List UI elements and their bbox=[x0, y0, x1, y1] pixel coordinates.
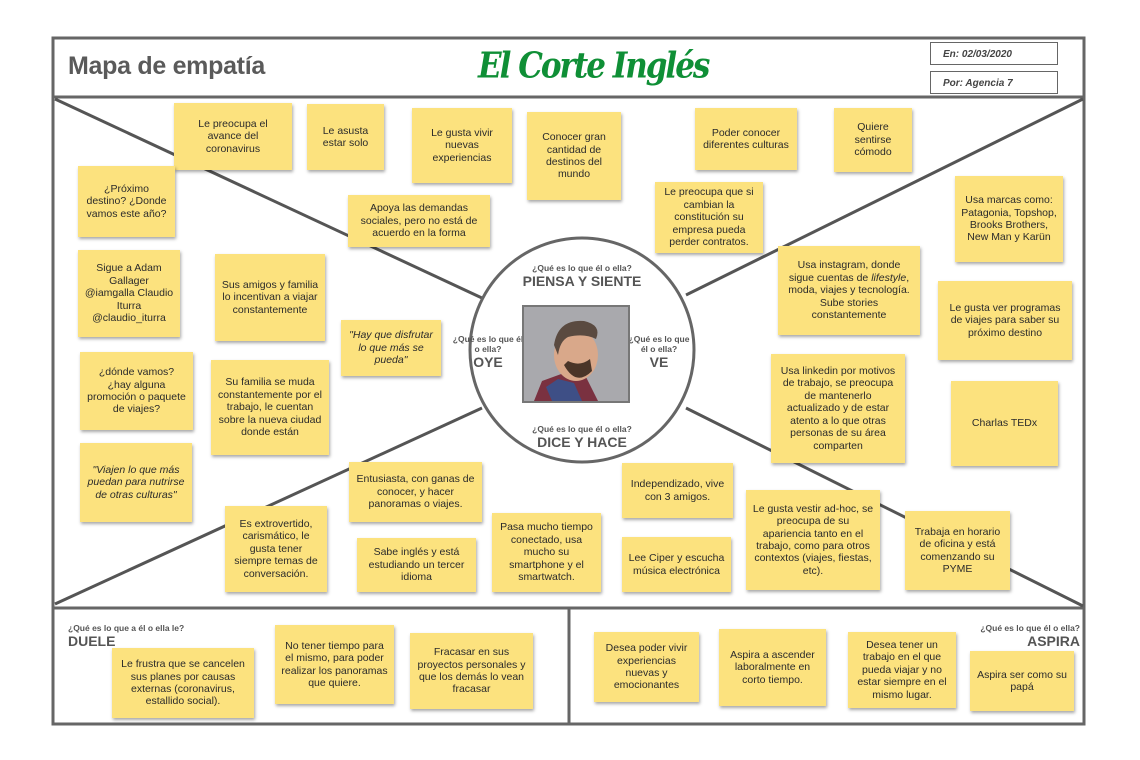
el-corte-ingles-logo: El Corte Inglés bbox=[478, 45, 710, 87]
section-label: DUELE bbox=[68, 633, 116, 649]
date-field: En: 02/03/2020 bbox=[930, 42, 1058, 65]
section-question: ¿Qué es lo que él o ella? bbox=[980, 623, 1080, 633]
section-label: PIENSA Y SIENTE bbox=[522, 273, 642, 289]
sticky-note[interactable]: Le gusta ver programas de viajes para sa… bbox=[938, 281, 1072, 360]
sticky-note[interactable]: Charlas TEDx bbox=[951, 381, 1058, 466]
section-oye: ¿Qué es lo que él o ella? OYE bbox=[452, 334, 524, 370]
sticky-note[interactable]: Aspira a ascender laboralmente en corto … bbox=[719, 629, 826, 706]
sticky-note[interactable]: ¿dónde vamos? ¿hay alguna promoción o pa… bbox=[80, 352, 193, 430]
sticky-note[interactable]: Usa marcas como: Patagonia, Topshop, Bro… bbox=[955, 176, 1063, 262]
section-ve: ¿Qué es lo que él o ella? VE bbox=[624, 334, 694, 370]
sticky-note[interactable]: "Hay que disfrutar lo que más se pueda" bbox=[341, 320, 441, 376]
section-question: ¿Qué es lo que él o ella? bbox=[532, 263, 632, 273]
section-label: OYE bbox=[473, 354, 503, 370]
section-question: ¿Qué es lo que él o ella? bbox=[532, 424, 632, 434]
sticky-note[interactable]: Desea poder vivir experiencias nuevas y … bbox=[594, 632, 699, 702]
sticky-note[interactable]: Le frustra que se cancelen sus planes po… bbox=[112, 648, 254, 718]
section-dice-hace: ¿Qué es lo que él o ella? DICE Y HACE bbox=[502, 424, 662, 450]
sticky-note[interactable]: Sigue a Adam Gallager @iamgalla Claudio … bbox=[78, 250, 180, 337]
sticky-note[interactable]: Pasa mucho tiempo conectado, usa mucho s… bbox=[492, 513, 601, 592]
section-label: VE bbox=[649, 354, 669, 370]
sticky-note[interactable]: Independizado, vive con 3 amigos. bbox=[622, 463, 733, 518]
sticky-note[interactable]: Usa instagram, donde sigue cuentas de li… bbox=[778, 246, 920, 335]
section-question: ¿Qué es lo que él o ella? bbox=[452, 334, 524, 354]
sticky-note[interactable]: Su familia se muda constantemente por el… bbox=[211, 360, 329, 455]
section-duele: ¿Qué es lo que a él o ella le? DUELE bbox=[68, 623, 184, 649]
sticky-note[interactable]: Le preocupa el avance del coronavirus bbox=[174, 103, 292, 170]
sticky-note[interactable]: Entusiasta, con ganas de conocer, y hace… bbox=[349, 462, 482, 522]
sticky-note[interactable]: Aspira ser como su papá bbox=[970, 651, 1074, 711]
sticky-note[interactable]: Usa linkedin por motivos de trabajo, se … bbox=[771, 354, 905, 463]
sticky-note[interactable]: Le gusta vestir ad-hoc, se preocupa de s… bbox=[746, 490, 880, 590]
section-question: ¿Qué es lo que a él o ella le? bbox=[68, 623, 185, 633]
sticky-note[interactable]: ¿Próximo destino? ¿Donde vamos este año? bbox=[78, 166, 175, 237]
author-field: Por: Agencia 7 bbox=[930, 71, 1058, 94]
section-label: DICE Y HACE bbox=[537, 434, 627, 450]
section-piensa-siente: ¿Qué es lo que él o ella? PIENSA Y SIENT… bbox=[502, 263, 662, 289]
sticky-note[interactable]: No tener tiempo para el mismo, para pode… bbox=[275, 625, 394, 704]
sticky-note[interactable]: Es extrovertido, carismático, le gusta t… bbox=[225, 506, 327, 592]
sticky-note[interactable]: Le asusta estar solo bbox=[307, 104, 384, 170]
sticky-note[interactable]: Sabe inglés y está estudiando un tercer … bbox=[357, 538, 476, 592]
sticky-note[interactable]: Quiere sentirse cómodo bbox=[834, 108, 912, 172]
page-title: Mapa de empatía bbox=[68, 52, 265, 80]
sticky-note[interactable]: "Viajen lo que más puedan para nutrirse … bbox=[80, 443, 192, 522]
sticky-note[interactable]: Le gusta vivir nuevas experiencias bbox=[412, 108, 512, 183]
sticky-note[interactable]: Desea tener un trabajo en el que pueda v… bbox=[848, 632, 956, 708]
persona-photo bbox=[522, 305, 630, 403]
sticky-note[interactable]: Sus amigos y familia lo incentivan a via… bbox=[215, 254, 325, 341]
sticky-note[interactable]: Conocer gran cantidad de destinos del mu… bbox=[527, 112, 621, 200]
sticky-note[interactable]: Trabaja en horario de oficina y está com… bbox=[905, 511, 1010, 590]
sticky-note[interactable]: Poder conocer diferentes culturas bbox=[695, 108, 797, 170]
section-aspira: ¿Qué es lo que él o ella? ASPIRA bbox=[980, 623, 1080, 649]
sticky-note[interactable]: Apoya las demandas sociales, pero no est… bbox=[348, 195, 490, 247]
sticky-note[interactable]: Lee Ciper y escucha música electrónica bbox=[622, 537, 731, 592]
section-label: ASPIRA bbox=[1027, 633, 1080, 649]
note-text: Usa instagram, donde sigue cuentas de li… bbox=[788, 259, 910, 322]
sticky-note[interactable]: Fracasar en sus proyectos personales y q… bbox=[410, 633, 533, 709]
sticky-note[interactable]: Le preocupa que si cambian la constituci… bbox=[655, 182, 763, 253]
section-question: ¿Qué es lo que él o ella? bbox=[628, 334, 690, 354]
